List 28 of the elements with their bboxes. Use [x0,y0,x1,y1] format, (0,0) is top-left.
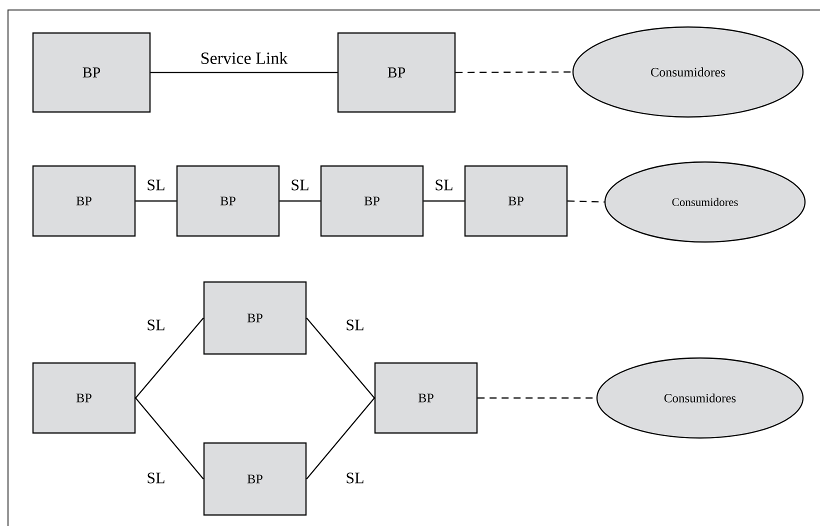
bp-box: BP [203,281,307,355]
service-link-line [306,398,375,480]
bp-box: BP [337,32,456,113]
service-link-line [424,200,464,202]
service-link-line [150,72,338,74]
edge-label: SL [292,180,308,190]
edge-label: SL [346,320,364,330]
service-link-line [306,318,375,398]
service-link-line [136,200,176,202]
bp-box: BP [203,442,307,516]
bp-box: BP [464,165,568,237]
bp-box: BP [32,165,136,237]
dashed-line [568,200,604,203]
bp-box: BP [176,165,280,237]
edge-label: SL [436,180,452,190]
dashed-line [456,71,572,74]
edge-label: Service Link [201,52,288,64]
edge-label: SL [346,472,364,484]
bp-box: BP [320,165,424,237]
bp-box: BP [32,32,151,113]
bp-box: BP [32,362,136,434]
service-link-line [135,318,204,398]
edge-label: SL [148,180,164,190]
edge-label: SL [148,472,164,484]
edge-label: SL [148,320,164,330]
service-link-line [135,398,204,480]
bp-box: BP [374,362,478,434]
service-link-line [280,200,320,202]
